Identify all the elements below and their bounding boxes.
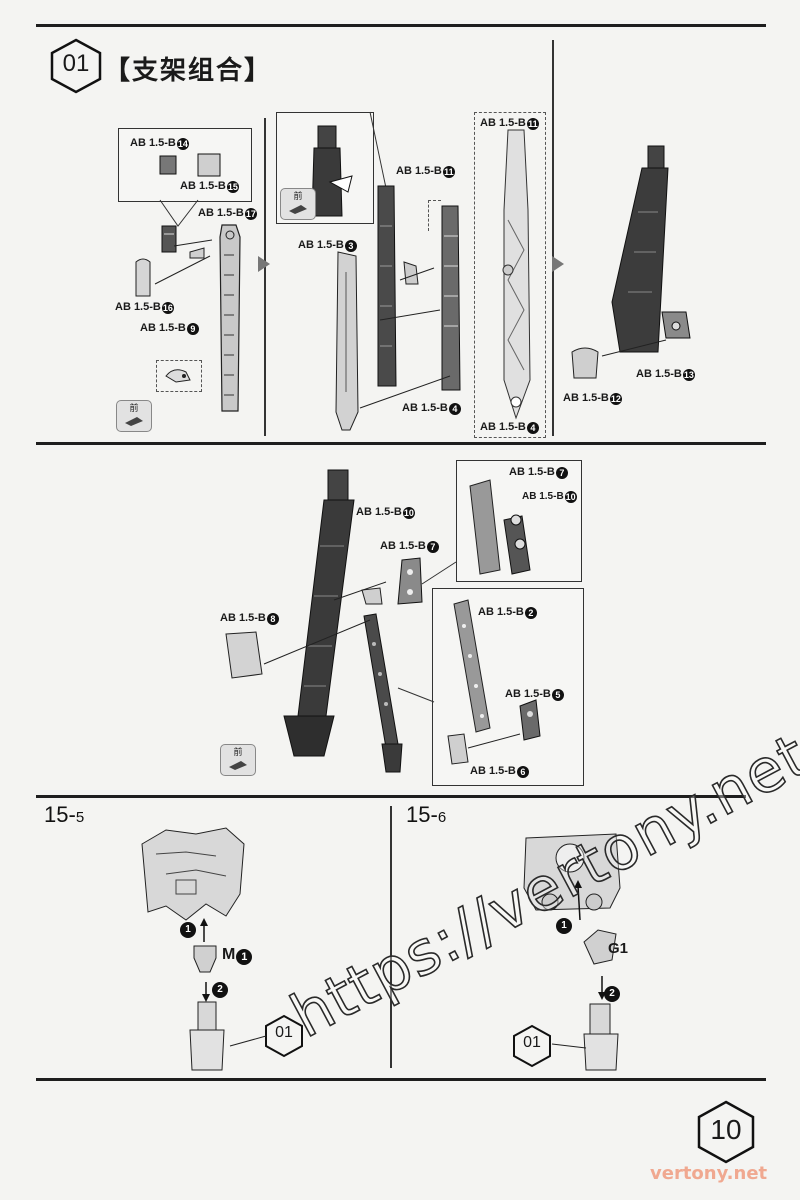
callout-pointer — [159, 199, 199, 227]
assembly-arrows — [263, 581, 387, 665]
small-tab-part — [189, 247, 205, 259]
sub-assembly-badge — [265, 1014, 303, 1058]
step-hexagon-badge — [50, 38, 102, 94]
watermark-site: vertony.net — [650, 1163, 768, 1184]
sub-assembly-badge-number: 01 — [275, 1024, 293, 1041]
inset-pointer-lines — [421, 561, 457, 585]
page-number: 10 — [710, 1114, 742, 1145]
panel3-divider — [390, 806, 392, 1068]
top-rule — [36, 24, 766, 27]
support-leg-part — [363, 613, 403, 773]
hook-detail-icon — [165, 369, 191, 383]
cap-part — [135, 258, 151, 297]
page-number-badge — [697, 1100, 755, 1164]
step-badge-number: 01 — [62, 50, 90, 77]
side-cap-part — [225, 631, 263, 679]
sub-assembly-badge — [513, 1024, 551, 1068]
connector-M-part — [193, 945, 217, 973]
bracket-part — [661, 311, 691, 339]
dark-stand-column — [377, 185, 397, 387]
front-icon-label: 前 — [129, 404, 139, 414]
front-direction-icon: 前 — [116, 400, 152, 432]
section-rule — [36, 442, 766, 445]
badge-leader-line — [551, 1043, 587, 1049]
sub-assembly-badge-number: 01 — [523, 1034, 541, 1051]
clear-rail-part — [502, 129, 531, 420]
mecha-waist-part — [523, 833, 621, 911]
front-direction-icon: 前 — [220, 744, 256, 776]
step-arrow-icon — [258, 256, 270, 272]
large-stand-assembly — [283, 469, 355, 757]
small-clip-part — [403, 261, 419, 285]
detail-callout — [156, 360, 202, 392]
small-clip-part — [361, 587, 383, 605]
arrow-step-1: 1 — [556, 918, 572, 934]
part-label: G1 — [608, 940, 629, 957]
connector-parts-a — [159, 153, 221, 177]
section-rule — [36, 795, 746, 798]
stand-top-part — [189, 1001, 225, 1071]
front-direction-icon: 前 — [280, 188, 316, 220]
step-number: 15-5 — [44, 802, 85, 827]
step-number: 15-6 — [406, 802, 447, 827]
leg-pointer-lines — [397, 687, 435, 703]
bottom-rule — [36, 1078, 766, 1081]
hinge-bracket-part — [397, 557, 423, 605]
panel1-divider-1 — [264, 118, 266, 436]
step-arrow-icon — [552, 256, 564, 272]
zoom-pointer-lines — [369, 111, 387, 189]
assembled-stand-column — [611, 145, 669, 353]
connector-G-part — [583, 929, 617, 965]
stand-rail-part — [219, 224, 241, 412]
foot-cap-part — [571, 347, 599, 379]
small-connector-part — [161, 225, 177, 253]
front-icon-label: 前 — [293, 192, 303, 202]
assembly-arrows — [154, 239, 213, 285]
assembly-arrows — [601, 339, 667, 357]
badge-leader-line — [229, 1035, 267, 1047]
transparent-part-callout — [474, 112, 546, 438]
arrow-step-1: 1 — [180, 922, 196, 938]
assembly-arrows — [200, 918, 210, 1002]
assembly-arrows — [359, 267, 451, 409]
front-icon-label: 前 — [233, 748, 243, 758]
stand-top-part — [583, 1003, 619, 1071]
inner-rail-part — [441, 205, 461, 391]
page-title: 【支架组合】 — [104, 56, 273, 86]
mecha-torso-part — [141, 827, 245, 921]
light-stand-column — [335, 251, 359, 431]
leg-detail-drawing — [447, 599, 541, 765]
arrow-step-2: 2 — [604, 986, 620, 1002]
detail-inset-drawing — [469, 479, 531, 575]
dashed-guide — [428, 200, 441, 231]
zoom-detail-part — [311, 125, 353, 217]
panel1-divider-2 — [552, 40, 554, 436]
arrow-step-2: 2 — [212, 982, 228, 998]
